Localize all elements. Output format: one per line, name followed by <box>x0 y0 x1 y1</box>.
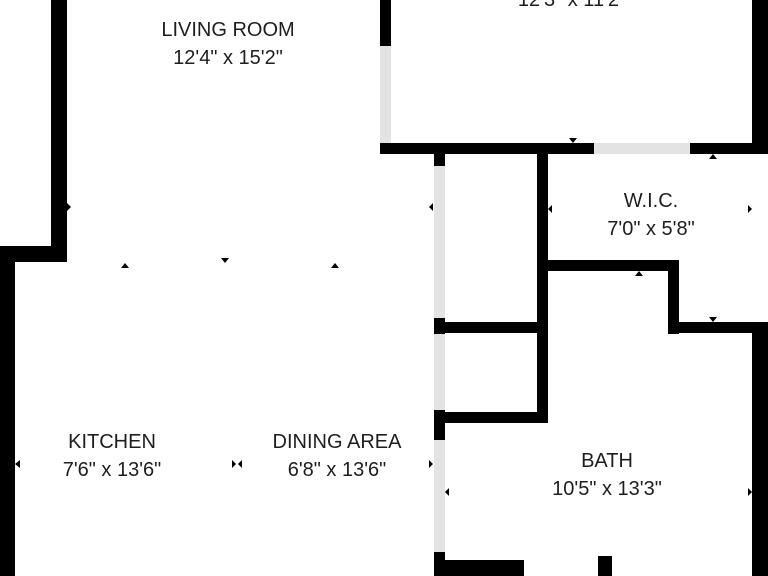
marker <box>121 263 129 268</box>
room-dims: 12'3" x 11'2" <box>517 0 627 11</box>
wall <box>434 148 445 166</box>
room-label-wic: W.I.C. 7'0" x 5'8" <box>607 187 694 243</box>
marker <box>569 138 577 143</box>
marker <box>748 205 752 213</box>
marker <box>232 460 236 468</box>
wall <box>668 260 679 334</box>
window <box>594 143 690 154</box>
room-dims: 7'0" x 5'8" <box>607 218 695 240</box>
room-label-dining-area: DINING AREA 6'8" x 13'6" <box>273 428 402 484</box>
wall <box>537 148 548 422</box>
room-label-bath: BATH 10'5" x 13'3" <box>552 447 662 503</box>
room-label-top-right: 12'3" x 11'2" <box>518 0 626 14</box>
wall <box>434 410 445 440</box>
room-name: W.I.C. <box>623 190 679 212</box>
marker <box>748 488 752 496</box>
marker <box>15 460 20 468</box>
room-dims: 6'8" x 13'6" <box>287 459 387 481</box>
window <box>380 46 391 143</box>
dimension-markers <box>15 138 752 496</box>
wall <box>434 412 548 423</box>
marker <box>548 205 552 213</box>
wall <box>0 246 15 576</box>
marker <box>429 460 433 468</box>
room-name: KITCHEN <box>68 431 156 453</box>
marker <box>331 263 339 268</box>
window <box>434 440 445 552</box>
wall <box>668 322 768 333</box>
window <box>434 334 445 410</box>
window <box>434 166 445 318</box>
room-label-living-room: LIVING ROOM 12'4" x 15'2" <box>161 16 294 72</box>
wall <box>434 322 548 333</box>
marker <box>238 460 242 468</box>
wall <box>690 143 768 154</box>
room-name: DINING AREA <box>272 431 402 453</box>
wall <box>0 246 67 262</box>
wall <box>51 0 67 262</box>
wall <box>380 0 391 46</box>
marker <box>221 258 229 263</box>
room-dims: 7'6" x 13'6" <box>62 459 162 481</box>
room-name: BATH <box>581 450 633 472</box>
wall <box>537 260 679 271</box>
wall <box>598 556 612 576</box>
room-dims: 10'5" x 13'3" <box>552 478 662 500</box>
wall <box>434 552 445 576</box>
wall <box>752 322 768 576</box>
room-label-kitchen: KITCHEN 7'6" x 13'6" <box>63 428 162 484</box>
marker <box>709 154 717 159</box>
wall <box>752 0 768 154</box>
marker <box>635 271 643 276</box>
room-dims: 12'4" x 15'2" <box>173 47 283 69</box>
marker <box>429 203 433 211</box>
windows <box>380 46 690 552</box>
room-name: LIVING ROOM <box>161 19 295 41</box>
wall <box>440 560 524 576</box>
marker <box>709 317 717 322</box>
wall <box>380 143 594 154</box>
marker <box>445 488 449 496</box>
marker <box>67 203 71 211</box>
